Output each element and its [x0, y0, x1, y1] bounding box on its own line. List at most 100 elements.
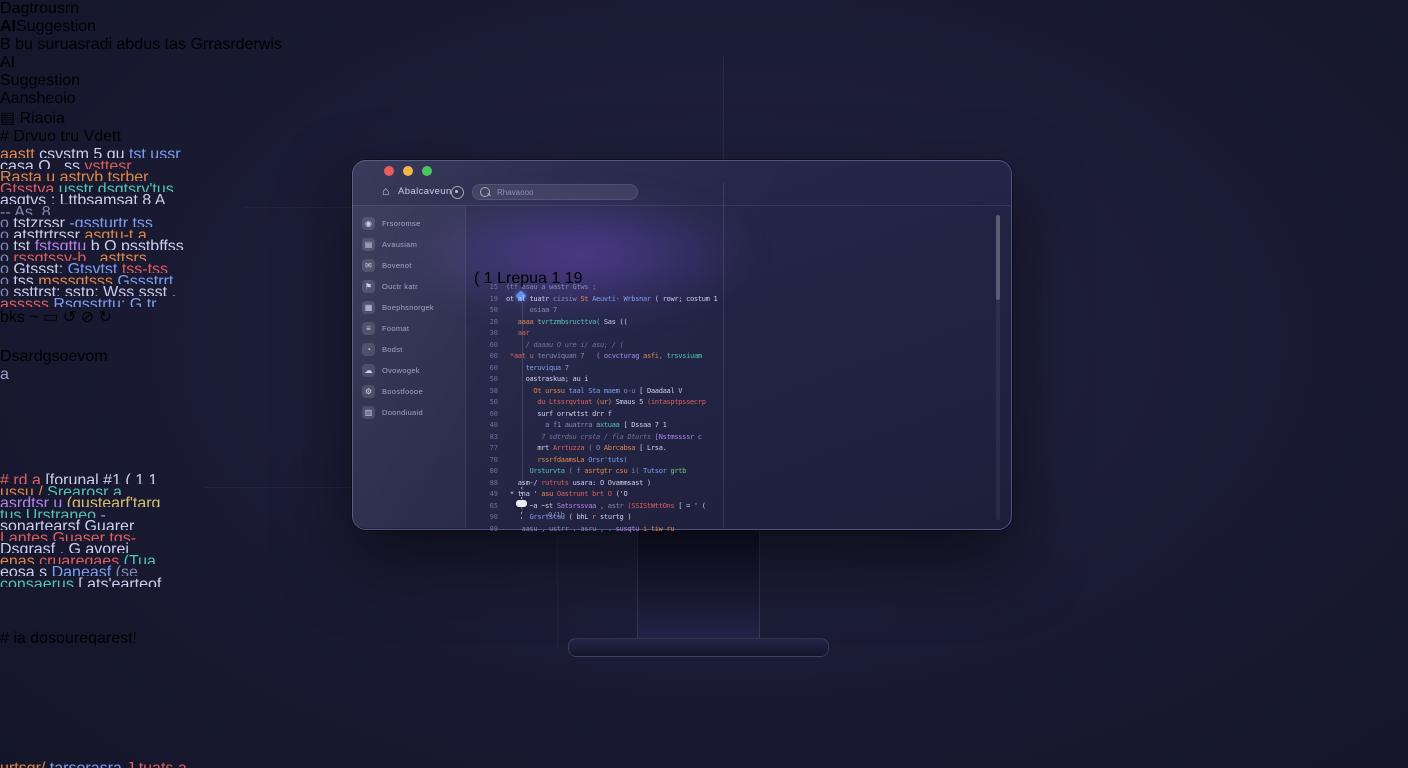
- undo-icon[interactable]: ↺: [62, 309, 77, 326]
- popup-button[interactable]: ▤ Riaoia: [0, 108, 1408, 128]
- pane-divider[interactable]: [723, 183, 724, 528]
- code-token: Dsgrasf , G avorej: [0, 541, 129, 553]
- panel-header: # ia dosoureqarest!: [0, 630, 137, 647]
- sidebar-item[interactable]: ☁ Ovowogek: [352, 360, 465, 381]
- panel-header-right: a: [0, 366, 9, 383]
- search-bar[interactable]: [472, 184, 638, 200]
- account-icon[interactable]: [451, 186, 464, 199]
- code-token: ussu /: [0, 483, 48, 496]
- code-line: rssrfdaamsLa Orsr'tuts(: [506, 455, 722, 467]
- sidebar-item[interactable]: ✉ Bovenot: [352, 255, 465, 276]
- scrollbar-thumb[interactable]: [996, 215, 1000, 300]
- code-token: asrtgtr csu: [584, 467, 632, 475]
- code-line: tus Urstraneo -qsoturas/ tonsa F: [0, 507, 166, 519]
- code-token: enas: [0, 552, 40, 565]
- code-token: [ ats'earteof ) 4 (: [78, 575, 162, 588]
- code-line: Dsgrasf , G avorej Srrertaqounsa s: [0, 541, 166, 553]
- code-token: mrt: [506, 444, 553, 452]
- line-number: 60: [489, 363, 498, 372]
- code-token: o: [0, 226, 14, 239]
- sidebar-item[interactable]: ⚑ Ouctr katr: [352, 276, 465, 297]
- sidebar-item[interactable]: ◉ Frsoromse: [352, 213, 465, 234]
- code-line: aasu , ustrr . asru , . susqtu i tiw ru: [506, 524, 722, 536]
- floating-panel-bottom-left: # ia dosoureqarest! urtsgr/ tarsorasra J…: [0, 630, 236, 768]
- code-token: o: [0, 272, 14, 285]
- code-token: o: [0, 261, 14, 273]
- code-token: eosa s: [0, 564, 52, 576]
- code-token: consaerus: [0, 575, 79, 588]
- code-token: cruareqaes: [39, 552, 124, 565]
- code-token: *aat u: [506, 352, 538, 360]
- line-number: 80: [489, 467, 498, 475]
- popup-button[interactable]: Aansheoio: [0, 90, 1408, 108]
- panel-code: urtsgr/ tarsorasra J tuats a Gat'GT; ( )…: [0, 760, 198, 768]
- code-token: tstzrssr: [13, 215, 70, 227]
- sidebar-item[interactable]: ◔ Bodst: [352, 339, 465, 360]
- sidebar-item[interactable]: ▦ Boephsnorgek: [352, 297, 465, 318]
- code-token: Oastrunt brt O: [556, 490, 616, 498]
- sidebar-item[interactable]: ▤ Avausiam: [352, 234, 465, 255]
- code-token: Rasta u astrvb tsrber: [0, 169, 149, 181]
- sidebar-item[interactable]: ▥ Doondiuaid: [352, 402, 465, 423]
- floating-panel-top-right: # Drvuo tru Vdett aastt csvstm 5 gu tst …: [0, 128, 206, 326]
- code-token: sonartearsf Guarer: [0, 518, 135, 530]
- code-token: grtb: [670, 467, 687, 475]
- maximize-window-button[interactable]: [422, 166, 432, 176]
- banner-title-ai: AI: [0, 18, 16, 35]
- code-token: # rd a: [0, 472, 46, 484]
- code-line: du Ltssrqvtuat (ur) Smaus 5 (intasptpsse…: [506, 397, 722, 409]
- code-token: St: [580, 294, 593, 303]
- ai-badge-small: AI: [0, 54, 16, 71]
- line-number: 49: [489, 490, 498, 498]
- close-window-button[interactable]: [384, 166, 394, 176]
- code-token: o: [0, 238, 14, 250]
- code-line: teruviqua 7: [506, 363, 722, 375]
- code-token: taal Sta maem: [568, 386, 624, 395]
- code-token: r: [592, 513, 600, 521]
- code-line: 7 sdtrdsu crsta / fla Dturts [Nstmssssr …: [506, 432, 722, 444]
- ai-suggestion-banner: Dagtrousrn AISuggestion B bu suruasradi …: [0, 0, 1408, 54]
- code-token: aastt: [0, 146, 40, 158]
- code-token: aasu , ustrr . asru , .: [506, 524, 616, 533]
- code-line: Rasta u astrvb tsrber: [0, 169, 186, 181]
- code-token: -qsoturas/ tonsa: [100, 506, 106, 519]
- code-token: usstr dsgtsrv'tus: [58, 180, 174, 193]
- sidebar-item-label: Boephsnorgek: [382, 303, 434, 312]
- editor-scrollbar[interactable]: [996, 215, 1000, 520]
- monitor-stand-neck: [637, 528, 760, 638]
- code-token: / daaau O ure i/ asu; / (: [506, 340, 624, 349]
- footer-label: bks ~: [0, 309, 39, 326]
- sidebar-item-label: Ouctr katr: [382, 282, 418, 291]
- panel-footer: bks ~ ▭ ↺ ⊘ ↻: [0, 307, 206, 327]
- sidebar-item-label: Boostfoooe: [382, 387, 423, 396]
- sidebar-item-label: Doondiuaid: [382, 408, 423, 417]
- line-number: 65: [489, 501, 498, 510]
- minimize-window-button[interactable]: [403, 166, 413, 176]
- sidebar-item-label: Avausiam: [382, 240, 418, 249]
- sidebar-item[interactable]: ≡ Foomat: [352, 318, 465, 339]
- code-editor: (tf asau a wastr Gtws ;ot al tuatr cizsi…: [506, 282, 722, 535]
- sidebar-item[interactable]: ⚙ Boostfoooe: [352, 381, 465, 402]
- banner-title: AISuggestion: [0, 18, 1408, 36]
- redo-icon[interactable]: ↻: [98, 309, 112, 326]
- mini-slider-handle[interactable]: [516, 500, 527, 507]
- search-input[interactable]: [495, 186, 619, 198]
- code-line: surf orrwttst drr f: [506, 409, 722, 421]
- code-token: -qssturtr tss atsvsr: [69, 215, 153, 227]
- sidebar-item-label: Foomat: [382, 324, 410, 333]
- code-token: rutruts: [541, 478, 573, 487]
- code-line: Grsrtstuu ( bhL r sturtg ): [506, 512, 722, 524]
- clear-icon[interactable]: ⊘: [80, 309, 94, 326]
- line-number: 58: [489, 386, 498, 395]
- code-line: Ot urssu taal Sta maem o-u [ Daadaal V: [506, 386, 722, 398]
- code-line: o tss msssgtsss Gssstrrt tst tsssftsrsg …: [0, 273, 186, 285]
- keyboard-icon[interactable]: ▭: [43, 309, 59, 326]
- code-line: Ursturvta ( f asrtgtr csu i( Tutsor grtb: [506, 466, 722, 478]
- code-token: Grsrtstuu: [506, 513, 569, 521]
- sidebar-item-label: Bovenot: [382, 261, 412, 270]
- code-token: fstsqttu: [34, 238, 91, 250]
- code-line: ussu / Srearosr a Gaso; setaresf : rethr…: [0, 484, 166, 496]
- code-line: asgtvs ; Lttbsamsat 8 A rssgsu: [0, 192, 186, 204]
